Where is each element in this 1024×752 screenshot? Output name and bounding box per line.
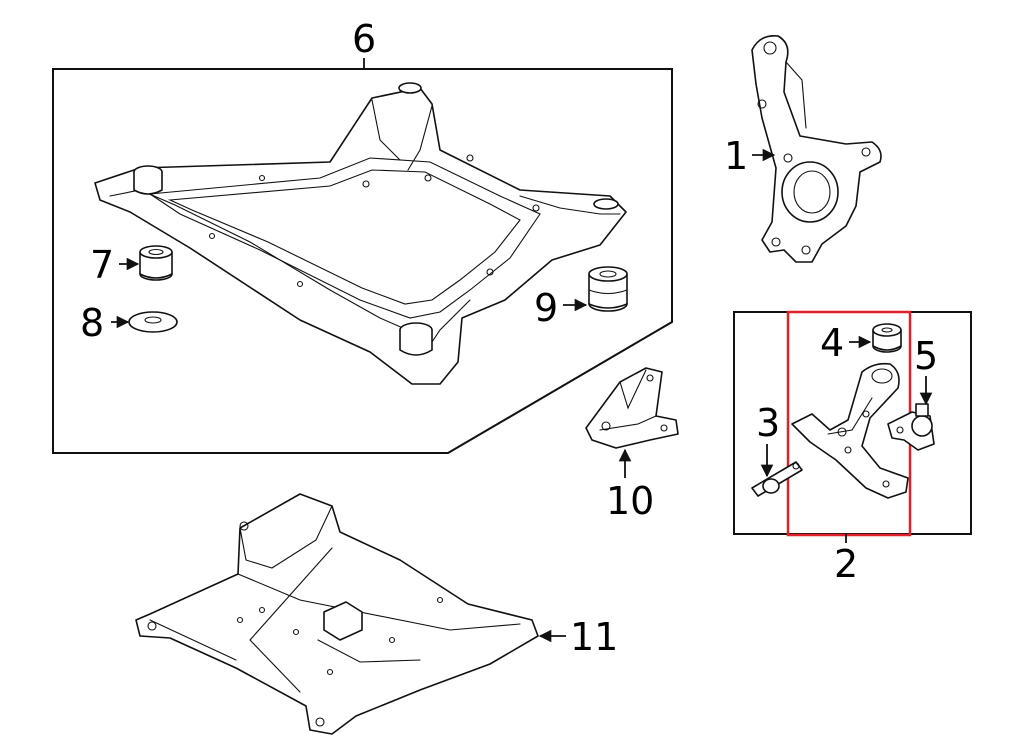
callout-6: 6 [352,17,377,61]
rear-bushing-4[interactable] [872,323,902,353]
support-bracket-10[interactable] [585,367,679,449]
callout-3: 3 [756,401,781,445]
callout-7: 7 [90,243,115,287]
callout-11: 11 [570,615,619,659]
splash-shield-11[interactable] [135,493,539,735]
lower-control-arm[interactable] [791,362,909,499]
callout-5: 5 [914,334,939,378]
subframe-bushing-9[interactable] [588,266,628,312]
control-arm-bushing-3[interactable] [751,461,803,497]
callout-2: 2 [834,542,859,586]
leader-arrows [111,148,933,643]
subframe-bushing-7[interactable] [139,245,173,281]
callout-4: 4 [820,321,845,365]
subframe-crossmember[interactable] [94,82,627,385]
callout-1: 1 [724,134,749,178]
mount-washer-8[interactable] [128,311,178,333]
callout-9: 9 [534,286,559,330]
callout-8: 8 [80,301,105,345]
steering-knuckle-1[interactable] [751,34,882,263]
ball-joint-5[interactable] [887,403,935,451]
callout-10: 10 [606,479,655,523]
